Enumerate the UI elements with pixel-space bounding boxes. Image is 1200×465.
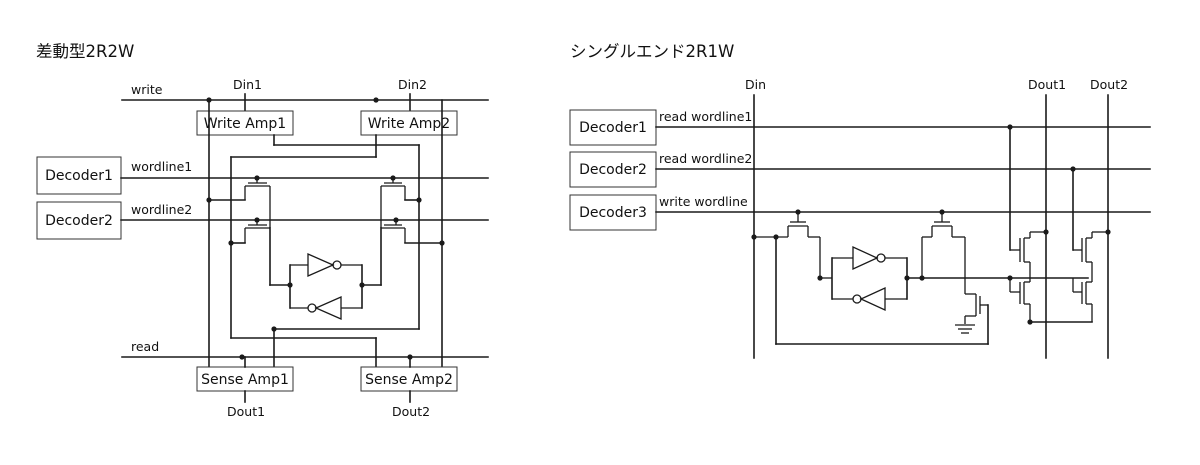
sense-amp2-label: Sense Amp2 xyxy=(365,372,453,388)
decoder2-right: Decoder2 xyxy=(569,151,657,188)
read-wordline1-label: read wordline1 xyxy=(659,109,752,124)
transistor-r2 xyxy=(381,220,406,243)
read-line-label: read xyxy=(131,339,159,354)
sense-amp1: Sense Amp1 xyxy=(196,366,294,392)
sense-amp1-label: Sense Amp1 xyxy=(201,372,289,388)
transistor-l1 xyxy=(244,178,271,200)
din1-label: Din1 xyxy=(233,77,262,92)
decoder2-left: Decoder2 xyxy=(36,201,122,240)
write-line-label: write xyxy=(131,82,163,97)
dout1-right-label: Dout1 xyxy=(1028,77,1066,92)
dout2-right-label: Dout2 xyxy=(1090,77,1128,92)
decoder1-right-label: Decoder1 xyxy=(579,120,647,136)
read-wordline2-label: read wordline2 xyxy=(659,151,752,166)
decoder1-left-label: Decoder1 xyxy=(45,168,113,184)
decoder3-right-label: Decoder3 xyxy=(579,205,647,221)
decoder1-right: Decoder1 xyxy=(569,109,657,146)
inverter-backward-r xyxy=(832,286,907,312)
decoder2-left-label: Decoder2 xyxy=(45,213,113,229)
transistor-read1-access xyxy=(1010,231,1046,282)
din2-label: Din2 xyxy=(398,77,427,92)
transistor-read2-access xyxy=(1073,231,1108,282)
inverter-forward xyxy=(290,253,362,277)
transistor-ground xyxy=(964,293,988,324)
decoder3-right: Decoder3 xyxy=(569,194,657,231)
inverter-forward-r xyxy=(832,245,907,271)
transistor-read1-drive xyxy=(1009,278,1031,322)
sense-amp2: Sense Amp2 xyxy=(360,366,458,392)
write-wordline-label: write wordline xyxy=(659,194,748,209)
din-label: Din xyxy=(745,77,766,92)
inverter-backward xyxy=(290,296,362,320)
transistor-write2 xyxy=(921,212,966,294)
write-amp1-label: Write Amp1 xyxy=(204,116,286,132)
diagram-title-left: 差動型2R2W xyxy=(36,42,134,61)
diagram-title-right: シングルエンド2R1W xyxy=(570,42,734,61)
decoder1-left: Decoder1 xyxy=(36,156,122,195)
wordline2-label: wordline2 xyxy=(131,202,192,217)
junction-dots-right xyxy=(751,124,1111,325)
diagram-single-ended-2r1w: シングルエンド2R1W Din Dout1 Dout2 Decoder1 Dec… xyxy=(569,42,1151,359)
write-amp1: Write Amp1 xyxy=(196,110,294,136)
diagram-differential-2r2w: 差動型2R2W write Din1 Din2 Write Amp1 Write… xyxy=(36,42,489,419)
wordline1-label: wordline1 xyxy=(131,159,192,174)
dout2-label: Dout2 xyxy=(392,404,430,419)
junction-dots-left xyxy=(206,97,445,360)
dout1-label: Dout1 xyxy=(227,404,265,419)
decoder2-right-label: Decoder2 xyxy=(579,162,647,178)
transistor-write1 xyxy=(754,212,832,279)
write-amp2-label: Write Amp2 xyxy=(368,116,450,132)
write-amp2: Write Amp2 xyxy=(360,110,458,136)
transistor-l2 xyxy=(244,200,271,243)
ground-icon xyxy=(955,324,975,334)
transistor-read2-drive xyxy=(1072,278,1093,322)
